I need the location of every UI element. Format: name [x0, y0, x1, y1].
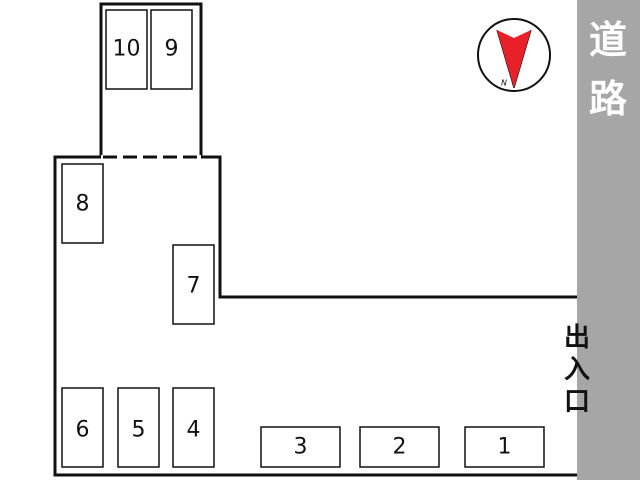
road-label-top: 道 [589, 18, 627, 62]
parking-space-10: 10 [105, 9, 148, 90]
entrance-char-2: 入 [564, 355, 590, 385]
parking-space-8: 8 [61, 163, 104, 244]
north-arrow-letter: N [501, 79, 507, 88]
parking-space-5: 5 [117, 387, 160, 468]
parking-space-1: 1 [464, 426, 545, 468]
parking-space-label: 8 [76, 192, 90, 217]
lot-boundary [53, 2, 577, 477]
parking-space-9: 9 [150, 9, 193, 90]
parking-space-2: 2 [359, 426, 440, 468]
parking-space-label: 7 [187, 274, 201, 299]
entrance-char-3: 口 [564, 387, 590, 417]
parking-space-label: 6 [76, 418, 90, 443]
parking-space-4: 4 [172, 387, 215, 468]
north-arrow-icon: N [477, 18, 551, 92]
entrance-char-1: 出 [564, 323, 590, 353]
road-label-bottom: 路 [589, 77, 628, 121]
parking-space-label: 4 [187, 418, 201, 443]
parking-space-label: 1 [498, 435, 512, 460]
parking-space-label: 5 [132, 418, 146, 443]
parking-space-6: 6 [61, 387, 104, 468]
parking-space-7: 7 [172, 244, 215, 325]
parking-space-label: 9 [165, 37, 179, 62]
parking-space-label: 10 [113, 37, 141, 62]
parking-space-label: 2 [393, 435, 407, 460]
parking-space-3: 3 [260, 426, 341, 468]
parking-space-label: 3 [294, 435, 308, 460]
road-strip [577, 0, 640, 480]
